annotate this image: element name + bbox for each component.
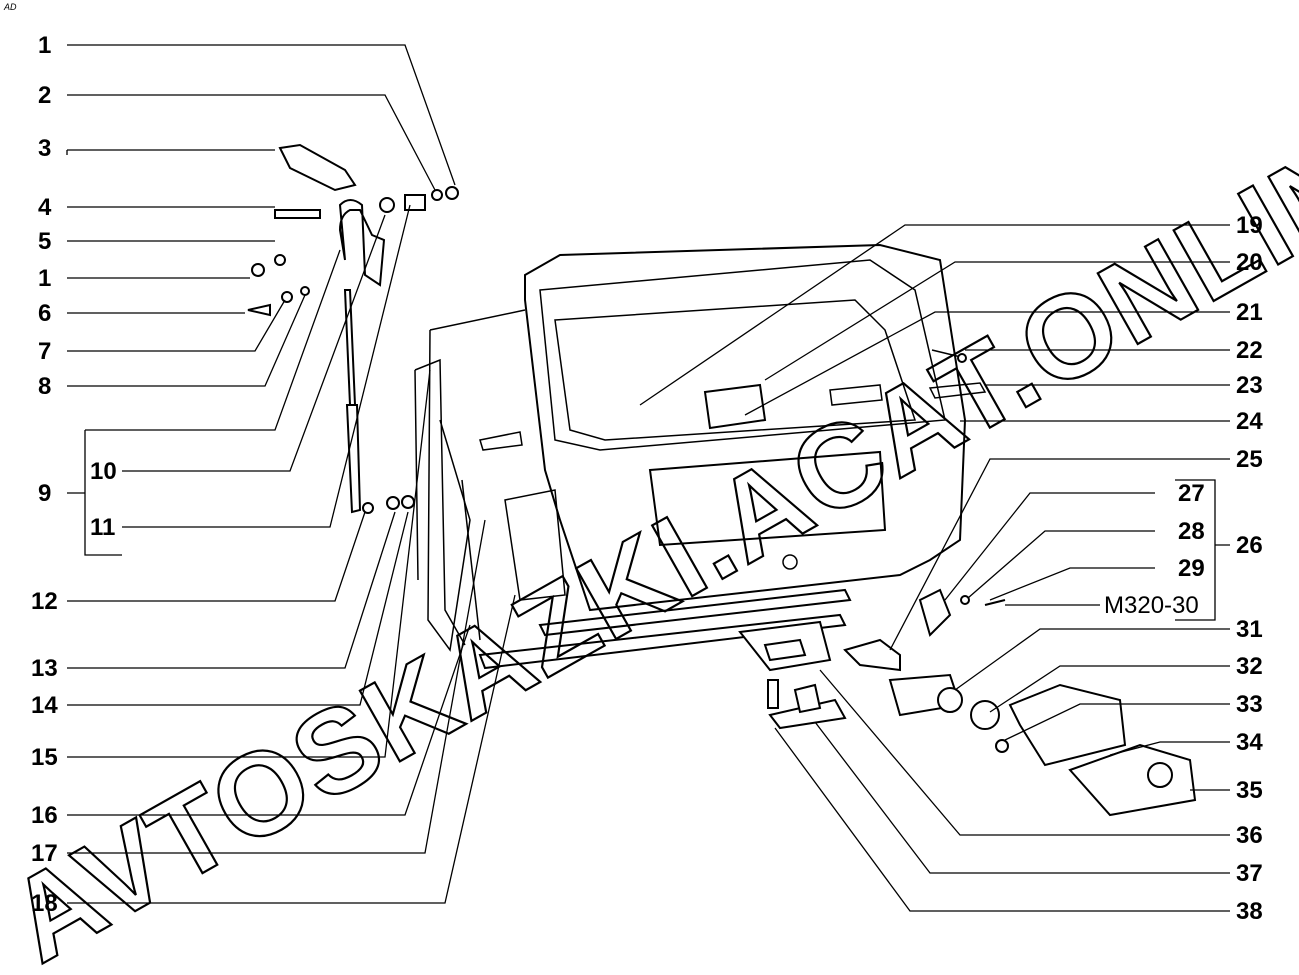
callout-label: 25 bbox=[1236, 446, 1263, 473]
callout-label: 19 bbox=[1236, 212, 1263, 239]
callout-label: 20 bbox=[1236, 249, 1263, 276]
callout-label: 35 bbox=[1236, 777, 1263, 804]
leader-lines-left bbox=[66, 44, 516, 904]
callout-label: 17 bbox=[31, 840, 58, 867]
leader-lines-right bbox=[639, 224, 1230, 912]
callout-label: 32 bbox=[1236, 653, 1263, 680]
callout-label: 9 bbox=[38, 480, 51, 507]
callout-label: 1 bbox=[38, 32, 51, 59]
callout-label: 21 bbox=[1236, 299, 1263, 326]
callout-label: 29 bbox=[1178, 555, 1205, 582]
callout-label: 10 bbox=[90, 458, 117, 485]
callout-label: 24 bbox=[1236, 408, 1263, 435]
callout-label: 6 bbox=[38, 300, 51, 327]
callout-label: 16 bbox=[31, 802, 58, 829]
callout-labels-right: 19 20 21 22 23 24 25 27 28 26 29 M320-30… bbox=[1104, 212, 1263, 925]
callout-label: 38 bbox=[1236, 898, 1263, 925]
callout-label: 15 bbox=[31, 744, 58, 771]
callout-labels-left: 1 2 3 4 5 1 6 7 8 9 10 11 12 13 14 15 16… bbox=[31, 32, 117, 917]
watermark: AVTOSKAZKI.ACAT.ONLINE bbox=[0, 76, 1299, 975]
callout-label: 23 bbox=[1236, 372, 1263, 399]
callout-label: 18 bbox=[31, 890, 58, 917]
callout-label: 33 bbox=[1236, 691, 1263, 718]
callout-label: 12 bbox=[31, 588, 58, 615]
callout-label: 3 bbox=[38, 135, 51, 162]
callout-label: 4 bbox=[38, 194, 52, 221]
callout-label: 14 bbox=[31, 692, 58, 719]
callout-label: 27 bbox=[1178, 480, 1205, 507]
callout-label: 11 bbox=[90, 514, 115, 541]
corner-mark: AD bbox=[3, 2, 17, 12]
callout-label: 28 bbox=[1178, 518, 1205, 545]
callout-label: 1 bbox=[38, 265, 51, 292]
callout-label: 36 bbox=[1236, 822, 1263, 849]
callout-label: 8 bbox=[38, 373, 51, 400]
callout-label: 26 bbox=[1236, 532, 1263, 559]
tailgate-drawing bbox=[247, 143, 1197, 817]
callout-label: 5 bbox=[38, 228, 51, 255]
callout-label: 31 bbox=[1236, 616, 1263, 643]
callout-label: 7 bbox=[38, 338, 51, 365]
callout-label: 37 bbox=[1236, 860, 1263, 887]
callout-label: 13 bbox=[31, 655, 58, 682]
callout-label: 22 bbox=[1236, 337, 1263, 364]
callout-label: M320-30 bbox=[1104, 592, 1199, 619]
callout-label: 34 bbox=[1236, 729, 1263, 756]
callout-label: 2 bbox=[38, 82, 51, 109]
